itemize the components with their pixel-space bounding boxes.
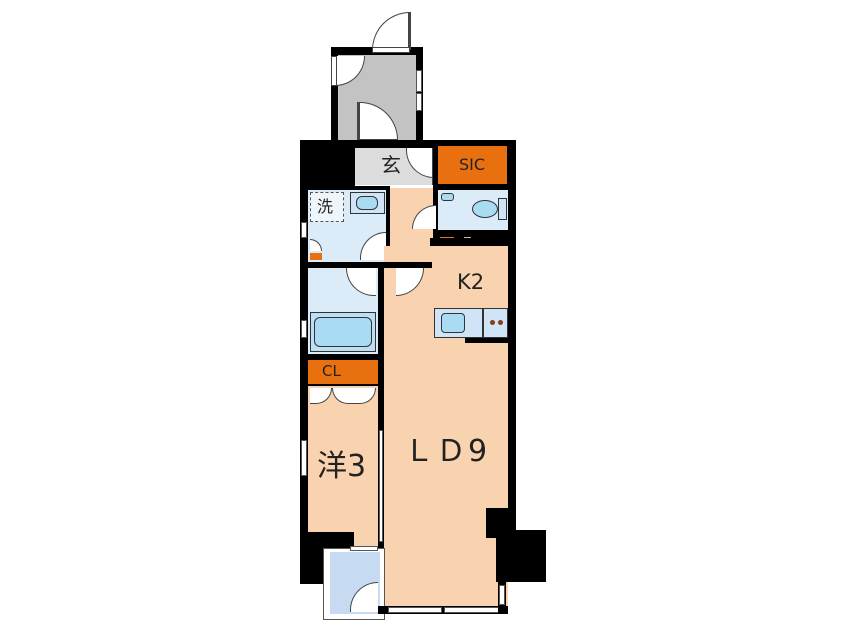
porch-window-1 <box>416 70 422 92</box>
bottom-wall <box>378 606 508 614</box>
entrance-label: 玄 <box>381 153 401 177</box>
sic-room <box>438 146 507 184</box>
living-window-2[interactable] <box>444 607 500 613</box>
sliding-partition[interactable] <box>378 268 384 548</box>
balcony-window-top <box>350 546 378 551</box>
vanity-sink-icon <box>356 196 378 210</box>
stove-burner-2-icon <box>498 320 503 325</box>
front-door-leaf <box>357 102 360 140</box>
washroom-window <box>301 222 307 238</box>
washroom-hatch <box>310 253 322 260</box>
porch-window-2 <box>416 93 422 111</box>
living-window-1[interactable] <box>388 607 442 613</box>
living-dining-label: ＬＤ9 <box>404 434 490 469</box>
living-dining-floor <box>384 246 508 606</box>
sliding-door[interactable] <box>379 430 383 542</box>
laundry-label: 洗 <box>317 197 334 216</box>
outer-wall-right <box>508 140 516 560</box>
porch-door-leaf <box>408 12 411 50</box>
washer-space <box>310 192 344 222</box>
porch-side-door-frame <box>331 56 337 86</box>
outer-wall-top-left <box>300 140 355 188</box>
kitchen-sink-icon <box>441 313 465 333</box>
western-room-floor <box>308 386 378 546</box>
outer-wall-top <box>300 140 515 148</box>
porch-door-sill <box>372 47 410 53</box>
counter-back-wall <box>465 338 508 343</box>
closet-room <box>308 360 378 384</box>
western-room-label: 洋3 <box>317 449 367 484</box>
bathroom-window <box>301 320 307 338</box>
kitchen-label: K2 <box>457 270 485 294</box>
bathtub-basin-icon <box>314 317 372 347</box>
kitchen-top-wall <box>430 238 508 246</box>
column-bottom-right-b <box>496 530 546 582</box>
western-room-window <box>301 440 307 476</box>
closet-label: CL <box>322 362 341 380</box>
counter-divider <box>482 308 484 338</box>
toilet-sink-icon <box>441 193 454 201</box>
sic-label: SIC <box>459 155 486 174</box>
toilet-bowl-icon <box>472 200 498 218</box>
right-lower-window <box>499 585 505 605</box>
hall-divider-wall <box>384 262 432 268</box>
porch-door[interactable] <box>372 12 410 50</box>
stove-burner-1-icon <box>490 320 495 325</box>
toilet-tank-icon <box>498 198 507 220</box>
